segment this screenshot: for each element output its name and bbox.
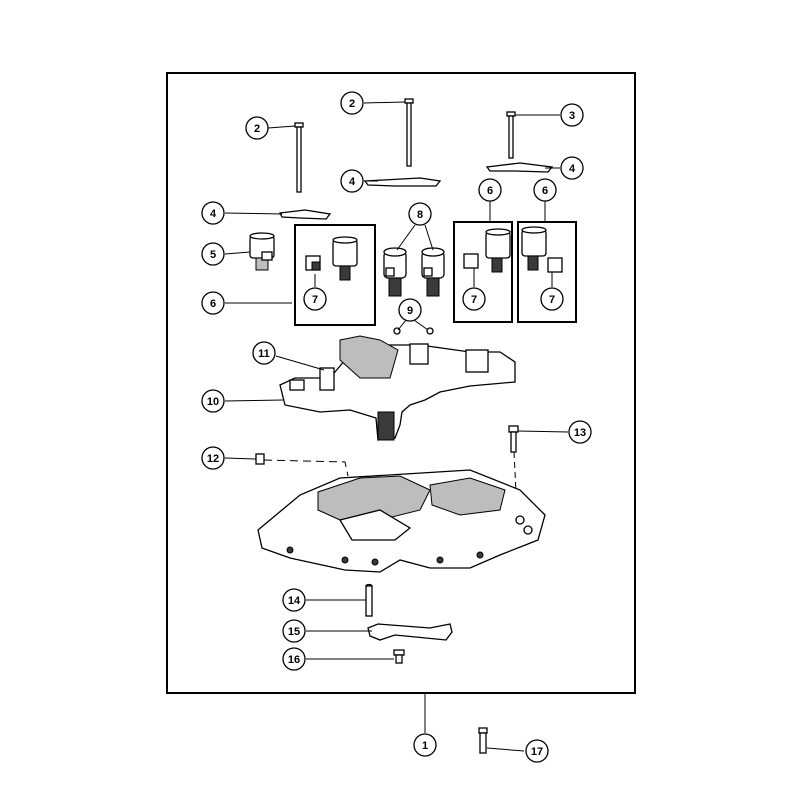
callout-13: 13 — [568, 420, 592, 444]
svg-text:7: 7 — [549, 294, 555, 306]
bolt-3 — [506, 111, 516, 159]
svg-text:5: 5 — [210, 249, 216, 261]
svg-text:6: 6 — [487, 185, 493, 197]
bolt-17 — [478, 727, 488, 754]
callout-6-right: 6 — [533, 178, 557, 202]
detent-spring-15 — [367, 623, 453, 641]
leader-lines — [224, 101, 569, 752]
assembly-frame — [166, 72, 636, 694]
svg-text:2: 2 — [349, 98, 355, 110]
solenoid-6-left — [305, 236, 358, 281]
plate-4-right — [485, 162, 554, 173]
callout-4-left: 4 — [201, 201, 225, 225]
callout-1: 1 — [413, 733, 437, 757]
svg-text:10: 10 — [207, 396, 219, 408]
bolt-13 — [508, 425, 519, 453]
plate-4-left — [279, 209, 332, 220]
alignment-dash-12 — [263, 459, 349, 477]
callout-7-left: 7 — [303, 287, 327, 311]
svg-text:8: 8 — [417, 209, 423, 221]
solenoid-6-center — [463, 228, 511, 273]
callout-6-left: 6 — [201, 291, 225, 315]
valve-body — [257, 469, 546, 573]
svg-text:16: 16 — [288, 654, 300, 666]
svg-text:2: 2 — [254, 123, 260, 135]
callout-7-center: 7 — [462, 287, 486, 311]
solenoid-6-right — [521, 226, 563, 273]
callout-8: 8 — [408, 202, 432, 226]
svg-text:4: 4 — [349, 176, 356, 188]
bolt-2-left — [294, 122, 304, 193]
alignment-dash-13 — [513, 451, 517, 493]
callout-4-center: 4 — [340, 169, 364, 193]
callout-12: 12 — [201, 446, 225, 470]
callout-6-center: 6 — [478, 178, 502, 202]
callout-11: 11 — [252, 341, 276, 365]
screw-16 — [393, 649, 405, 664]
svg-text:7: 7 — [312, 294, 318, 306]
callout-2-center: 2 — [340, 91, 364, 115]
svg-text:6: 6 — [542, 185, 548, 197]
clip-9-right — [426, 327, 434, 335]
callout-10: 10 — [201, 389, 225, 413]
plate-4-center — [363, 177, 442, 187]
svg-text:4: 4 — [569, 163, 576, 175]
pin-12 — [255, 453, 265, 465]
bolt-2-center — [404, 98, 414, 167]
callout-17: 17 — [525, 739, 549, 763]
svg-text:4: 4 — [210, 208, 217, 220]
upper-housing-10 — [279, 335, 516, 441]
callout-2-left: 2 — [245, 116, 269, 140]
solenoid-8-right — [421, 247, 445, 297]
svg-text:7: 7 — [471, 294, 477, 306]
callout-4-right: 4 — [560, 156, 584, 180]
callout-16: 16 — [282, 647, 306, 671]
callout-7-right: 7 — [540, 287, 564, 311]
solenoid-8-left — [383, 247, 407, 297]
svg-text:15: 15 — [288, 626, 300, 638]
callout-3: 3 — [560, 103, 584, 127]
svg-text:11: 11 — [258, 348, 270, 360]
callout-14: 14 — [282, 588, 306, 612]
group-box-6-left — [294, 224, 376, 326]
pin-14 — [365, 583, 373, 617]
group-box-6-right — [517, 221, 577, 323]
svg-text:14: 14 — [288, 595, 301, 607]
svg-text:17: 17 — [531, 746, 543, 758]
svg-text:6: 6 — [210, 298, 216, 310]
callout-5: 5 — [201, 242, 225, 266]
svg-text:13: 13 — [574, 427, 586, 439]
solenoid-5 — [249, 232, 275, 271]
callout-9: 9 — [398, 298, 422, 322]
svg-text:9: 9 — [407, 305, 413, 317]
callout-15: 15 — [282, 619, 306, 643]
svg-text:3: 3 — [569, 110, 575, 122]
group-box-6-center — [453, 221, 513, 323]
svg-text:1: 1 — [422, 740, 428, 752]
svg-text:12: 12 — [207, 453, 219, 465]
